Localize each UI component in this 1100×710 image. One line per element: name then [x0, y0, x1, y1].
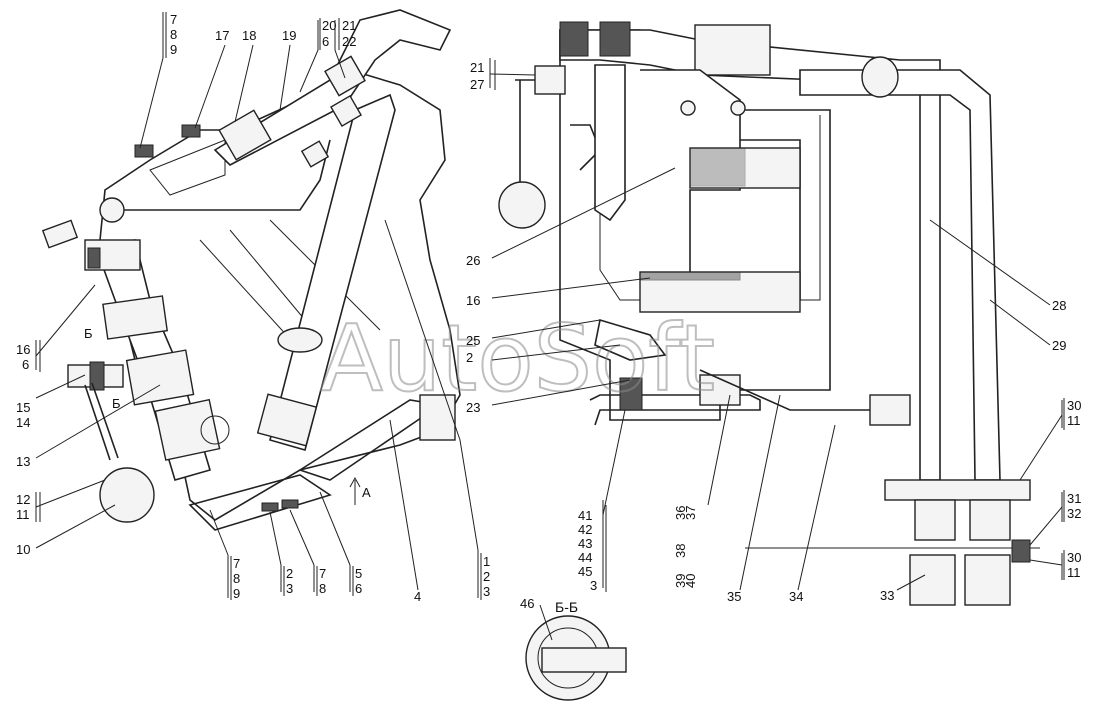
callout-11: 11: [16, 507, 30, 522]
callout-3: 3: [286, 581, 293, 596]
callout-16: 16: [16, 342, 30, 357]
callout-3b: 3: [483, 584, 490, 599]
section-mark-top: Б: [84, 326, 93, 341]
callout-6c: 6: [355, 581, 362, 596]
section-b-b: [525, 615, 627, 701]
callout-16b: 16: [466, 293, 480, 308]
callout-9: 9: [170, 42, 177, 57]
left-assembly: А: [41, 9, 461, 531]
callout-38: 38: [673, 544, 688, 558]
callout-39: 39: [673, 574, 688, 588]
callout-labels: 7 8 9 17 18 19 20 6 21 22 16 6 15 14 13 …: [16, 12, 1081, 615]
callout-15: 15: [16, 400, 30, 415]
callout-22: 22: [342, 34, 356, 49]
callout-29: 29: [1052, 338, 1066, 353]
callout-30b: 30: [1067, 550, 1081, 565]
callout-33: 33: [880, 588, 894, 603]
callout-21: 21: [342, 18, 356, 33]
callout-7: 7: [170, 12, 177, 27]
callout-8: 8: [170, 27, 177, 42]
callout-14: 14: [16, 415, 30, 430]
callout-42: 42: [578, 522, 592, 537]
callout-44: 44: [578, 550, 592, 565]
callout-13: 13: [16, 454, 30, 469]
callout-28: 28: [1052, 298, 1066, 313]
callout-2b: 2: [483, 569, 490, 584]
callout-30: 30: [1067, 398, 1081, 413]
callout-11b: 11: [1067, 413, 1081, 428]
callout-43: 43: [578, 536, 592, 551]
callout-12: 12: [16, 492, 30, 507]
view-arrow-label: А: [362, 485, 371, 500]
callout-7b: 7: [233, 556, 240, 571]
callout-20: 20: [322, 18, 336, 33]
callout-41: 41: [578, 508, 592, 523]
callout-46: 46: [520, 596, 534, 611]
callout-31: 31: [1067, 491, 1081, 506]
callout-8b: 8: [233, 571, 240, 586]
section-title: Б-Б: [555, 599, 578, 615]
callout-2c: 2: [466, 350, 473, 365]
callout-1: 1: [483, 554, 490, 569]
callout-18: 18: [242, 28, 256, 43]
leader-lines: [35, 12, 1063, 641]
callout-8c: 8: [319, 581, 326, 596]
callout-36: 36: [673, 506, 688, 520]
callout-27: 27: [470, 77, 484, 92]
callout-35: 35: [727, 589, 741, 604]
callout-11c: 11: [1067, 565, 1081, 580]
callout-37: 37: [683, 506, 698, 520]
callout-bars: [39, 12, 1065, 600]
watermark: AutoSoft: [320, 305, 715, 412]
callout-6b: 6: [22, 357, 29, 372]
callout-7c: 7: [319, 566, 326, 581]
callout-5: 5: [355, 566, 362, 581]
callout-3c: 3: [590, 578, 597, 593]
callout-26: 26: [466, 253, 480, 268]
callout-6: 6: [322, 34, 329, 49]
callout-32: 32: [1067, 506, 1081, 521]
callout-17: 17: [215, 28, 229, 43]
right-assembly: [498, 21, 1040, 606]
callout-23: 23: [466, 400, 480, 415]
section-mark-bottom: Б: [112, 396, 121, 411]
callout-2: 2: [286, 566, 293, 581]
callout-10: 10: [16, 542, 30, 557]
callout-40: 40: [683, 574, 698, 588]
callout-25: 25: [466, 333, 480, 348]
callout-9b: 9: [233, 586, 240, 601]
callout-45: 45: [578, 564, 592, 579]
callout-21b: 21: [470, 60, 484, 75]
callout-4: 4: [414, 589, 421, 604]
callout-19: 19: [282, 28, 296, 43]
callout-34: 34: [789, 589, 803, 604]
